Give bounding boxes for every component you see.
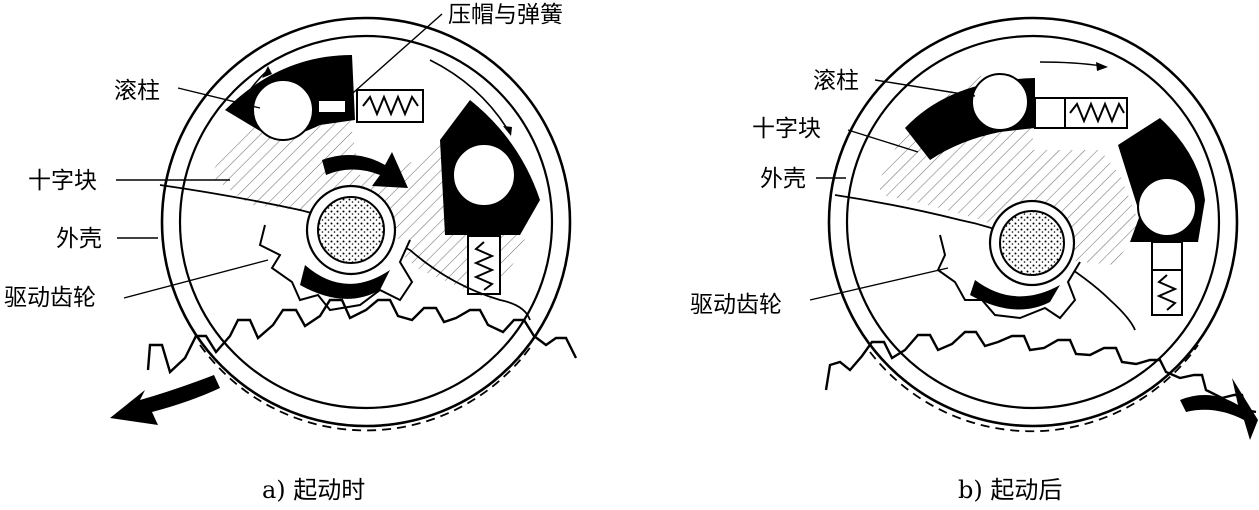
right-spring-top <box>1069 101 1125 124</box>
left-plunger-top <box>317 99 347 114</box>
right-flywheel-teeth <box>824 330 1257 414</box>
right-housing-inner <box>845 34 1221 410</box>
left-leader-cap-spring <box>344 13 443 101</box>
right-spring-box-right <box>1151 269 1183 316</box>
left-label-roller: 滚柱 <box>114 78 160 104</box>
right-caption: b) 起动后 <box>958 476 1063 504</box>
right-label-cross-block: 十字块 <box>752 116 821 142</box>
left-label-drive-gear: 驱动齿轮 <box>4 285 96 311</box>
right-leader-cross-block <box>847 129 919 153</box>
right-roller-right <box>1137 177 1197 237</box>
left-flywheel-teeth <box>146 298 578 375</box>
right-dashed-arc <box>869 344 1199 433</box>
right-label-drive-gear: 驱动齿轮 <box>690 292 782 318</box>
left-spring-box-right <box>467 235 501 295</box>
right-spring-box-top <box>1064 97 1128 129</box>
right-pinion-shaft <box>999 210 1065 276</box>
left-motion-arrow <box>110 375 220 425</box>
left-housing-inner <box>178 34 554 410</box>
left-rim-arrow-right <box>429 59 509 131</box>
left-leader-drive-gear <box>123 259 269 299</box>
left-label-cap-spring: 压帽与弹簧 <box>448 2 563 28</box>
left-spring-right <box>473 241 495 291</box>
left-roller-top <box>252 79 314 141</box>
right-spring-right <box>1156 274 1178 311</box>
right-diagram <box>809 16 1258 440</box>
left-label-housing: 外壳 <box>56 226 102 252</box>
right-rim-arrow-top <box>1039 61 1103 67</box>
right-roller-top <box>971 73 1029 131</box>
left-pinion-shaft <box>317 196 385 264</box>
right-leader-roller <box>874 79 976 97</box>
right-rim-arrow-top-head <box>1096 62 1108 71</box>
left-leader-roller <box>177 87 261 109</box>
left-label-cross-block: 十字块 <box>28 168 97 194</box>
right-label-housing: 外壳 <box>760 166 806 192</box>
right-motion-arrow <box>1180 378 1258 440</box>
left-spring-top <box>362 94 419 117</box>
left-caption: a) 起动时 <box>262 476 366 504</box>
left-spring-box-top <box>356 89 424 123</box>
right-leader-drive-gear <box>809 267 949 301</box>
right-plunger-top <box>1034 97 1066 129</box>
left-housing-outer <box>160 16 572 428</box>
right-housing-outer <box>827 16 1239 428</box>
left-rotation-arrow <box>322 152 408 188</box>
left-diagram <box>110 13 578 432</box>
left-dashed-arc <box>199 344 533 432</box>
left-rim-arrow-right-head <box>503 126 512 136</box>
left-roller-right <box>452 143 516 207</box>
right-plunger-right <box>1151 241 1183 271</box>
left-rim-arrow-top-head <box>262 66 272 78</box>
right-label-roller: 滚柱 <box>813 68 859 94</box>
